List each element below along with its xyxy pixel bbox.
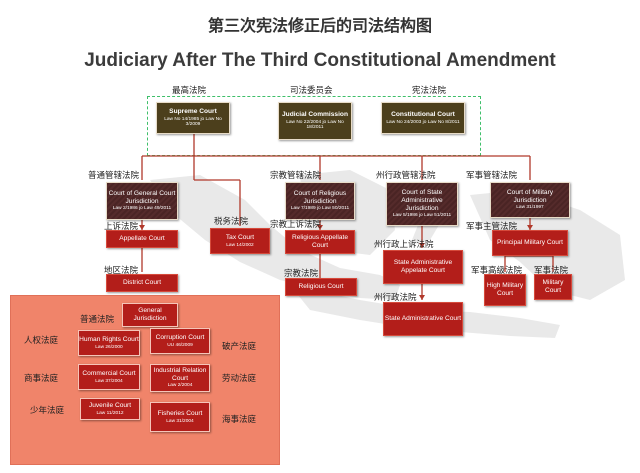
commercial-court-name: Commercial Court (82, 369, 136, 377)
religious-appellate-court-name: Religious Appellate Court (291, 234, 349, 249)
state-admin-jurisdiction-box: Court of State Administrative Jurisdicti… (386, 182, 458, 226)
label-high-military-court-cn: 军事高级法院 (471, 266, 523, 276)
label-commercial-court-cn: 商事法庭 (24, 374, 59, 384)
general-jurisdiction-box: Court of General Court Jurisdiction Law … (106, 182, 178, 220)
state-admin-court-box: State Administrative Court (383, 302, 463, 336)
state-admin-court-name: State Administrative Court (384, 315, 462, 323)
fisheries-court-name: Fisheries Court (157, 409, 203, 417)
state-admin-jurisdiction-name: Court of State Administrative Jurisdicti… (401, 189, 443, 212)
label-bankruptcy-court-cn: 破产法庭 (222, 342, 257, 352)
supreme-court-law: Law No 14/1985 jo Law No 3/2009 (164, 116, 222, 128)
human-rights-court-law: Law 26/2000 (95, 344, 123, 350)
label-principal-military-court-cn: 军事主管法院 (466, 222, 518, 232)
label-state-admin-jurisdiction-cn: 州行政管辖法院 (376, 171, 436, 181)
label-religious-court-cn: 宗教法院 (284, 269, 319, 279)
military-jurisdiction-name: Court of Military Jurisdiction (506, 189, 554, 204)
tax-court-box: Tax Court Law 14/2002 (210, 228, 270, 254)
commercial-court-box: Commercial Court Law 37/2004 (78, 364, 140, 390)
religious-jurisdiction-name: Court of Religious Jurisdiction (293, 190, 347, 205)
label-tax-court-cn: 税务法院 (214, 217, 249, 227)
chinese-title: 第三次宪法修正后的司法结构图 (207, 16, 432, 35)
label-military-jurisdiction-cn: 军事管辖法院 (466, 171, 518, 181)
juvenile-court-box: Juvenile Court Law 11/2012 (80, 398, 140, 420)
label-maritime-court-cn: 海事法庭 (222, 415, 257, 425)
juvenile-court-law: Law 11/2012 (96, 410, 124, 416)
general-jurisdiction-law: Law 2/1986 jo Law 49/2011 (112, 206, 172, 212)
constitutional-court-box: Constitutional Court Law No 24/2003 jo L… (381, 102, 465, 134)
human-rights-court-box: Human Rights Court Law 26/2000 (78, 330, 140, 356)
label-juvenile-court-cn: 少年法庭 (30, 406, 65, 416)
supreme-court-name: Supreme Court (169, 108, 217, 116)
label-appellate-court-cn: 上诉法院 (104, 222, 139, 232)
industrial-relation-court-law: Law 2/2004 (167, 383, 193, 389)
label-state-admin-appellate-court-cn: 州行政上诉法院 (374, 240, 434, 250)
label-judicial-commission-cn: 司法委员会 (290, 86, 333, 96)
judicial-commission-law: Law No 22/2004 jo Law No 18/2011 (286, 119, 344, 131)
industrial-relation-court-name: Industrial Relation Court (153, 367, 207, 382)
state-admin-jurisdiction-law: Law 5/1986 jo Law 51/2011 (392, 213, 452, 219)
judicial-commission-name: Judicial Commission (282, 111, 348, 119)
constitutional-court-name: Constitutional Court (391, 110, 455, 118)
panel-general-jurisdiction-name: General Jurisdiction (133, 307, 167, 322)
label-religious-appellate-court-cn: 宗教上诉法院 (270, 220, 322, 230)
label-general-court-cn: 普通法院 (80, 315, 115, 325)
human-rights-court-name: Human Rights Court (79, 335, 139, 343)
religious-jurisdiction-box: Court of Religious Jurisdiction Law 7/19… (285, 182, 355, 220)
tax-court-name: Tax Court (225, 233, 255, 241)
general-jurisdiction-name: Court of General Court Jurisdiction (108, 190, 176, 205)
high-military-court-box: High Military Court (484, 274, 526, 306)
state-admin-appellate-court-box: State Administrative Appelate Court (383, 250, 463, 284)
religious-court-box: Religious Court (285, 278, 357, 296)
high-military-court-name: High Military Court (486, 282, 524, 297)
principal-military-court-box: Principal Military Court (492, 230, 568, 256)
label-district-court-cn: 地区法院 (104, 266, 139, 276)
judicial-commission-box: Judicial Commission Law No 22/2004 jo La… (278, 102, 352, 140)
military-jurisdiction-box: Court of Military Jurisdiction Law 31/19… (490, 182, 570, 218)
corruption-court-name: Corruption Court (155, 333, 205, 341)
district-court-name: District Court (122, 279, 162, 287)
label-human-rights-court-cn: 人权法庭 (24, 336, 59, 346)
religious-jurisdiction-law: Law 7/1989 jo Law 50/2011 (290, 206, 350, 212)
district-court-box: District Court (106, 274, 178, 292)
corruption-court-box: Corruption Court UU 46/2009 (150, 328, 210, 354)
label-religious-jurisdiction-cn: 宗教管辖法院 (270, 171, 322, 181)
religious-appellate-court-box: Religious Appellate Court (285, 230, 355, 254)
label-state-admin-court-cn: 州行政法院 (374, 293, 417, 303)
label-military-court-cn: 军事法院 (534, 266, 569, 276)
fisheries-court-law: Law 31/2004 (166, 418, 194, 424)
fisheries-court-box: Fisheries Court Law 31/2004 (150, 402, 210, 432)
state-admin-appellate-court-name: State Administrative Appelate Court (393, 259, 453, 274)
military-jurisdiction-law: Law 31/1997 (516, 205, 544, 211)
appellate-court-box: Appellate Court (106, 230, 178, 248)
label-supreme-court-cn: 最高法院 (172, 86, 207, 96)
label-constitutional-court-cn: 宪法法院 (412, 86, 447, 96)
appellate-court-name: Appellate Court (119, 235, 165, 243)
commercial-court-law: Law 37/2004 (95, 378, 123, 384)
supreme-court-box: Supreme Court Law No 14/1985 jo Law No 3… (156, 102, 230, 134)
juvenile-court-name: Juvenile Court (88, 401, 132, 409)
corruption-court-law: UU 46/2009 (167, 342, 193, 348)
military-court-name: Military Court (542, 279, 564, 294)
principal-military-court-name: Principal Military Court (497, 239, 563, 247)
panel-general-jurisdiction-box: General Jurisdiction (122, 303, 178, 327)
religious-court-name: Religious Court (298, 283, 344, 291)
english-title: Judiciary After The Third Constitutional… (84, 50, 556, 71)
label-general-jurisdiction-cn: 普通管辖法院 (88, 171, 140, 181)
tax-court-law: Law 14/2002 (226, 242, 254, 248)
label-labor-court-cn: 劳动法庭 (222, 374, 257, 384)
industrial-relation-court-box: Industrial Relation Court Law 2/2004 (150, 364, 210, 392)
constitutional-court-law: Law No 24/2003 jo Law No 8/2011 (386, 119, 460, 125)
military-court-box: Military Court (534, 274, 572, 300)
